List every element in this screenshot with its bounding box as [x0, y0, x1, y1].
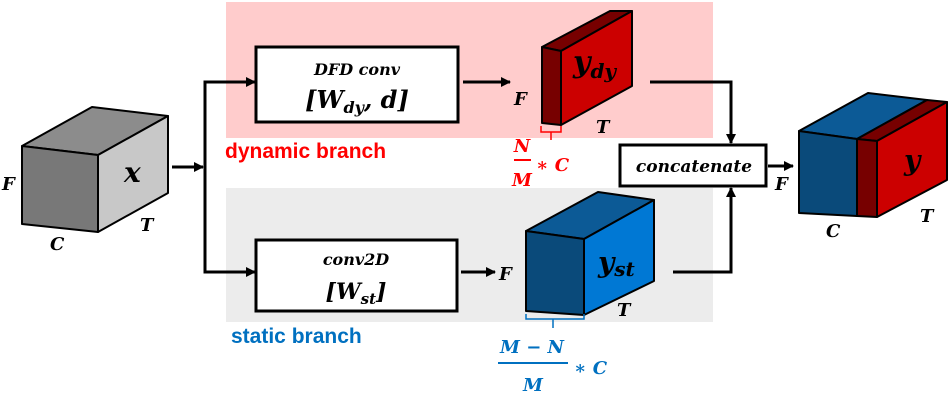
static-output-tensor: yst F T M − N M ∗ C — [498, 191, 655, 396]
static-branch-label: static branch — [231, 325, 362, 348]
cube-front-face — [525, 230, 585, 316]
dfd-conv-params: [Wdy, d] — [305, 85, 409, 117]
output-tensor-cube: y F C T — [774, 92, 948, 242]
y-dy-symbol: ydy — [572, 45, 617, 83]
split-connector — [203, 80, 254, 274]
conv2d-params: [Wst] — [326, 279, 387, 308]
input-dim-c: C — [50, 234, 65, 255]
y-st-symbol: yst — [597, 246, 636, 281]
input-symbol: x — [123, 156, 141, 189]
dfd-conv-block: DFD conv [Wdy, d] — [254, 45, 460, 124]
conv2d-block: conv2D [Wst] — [254, 238, 459, 313]
cube-front-face — [21, 145, 99, 233]
y-st-dim-t: T — [617, 300, 632, 321]
input-dim-t: T — [140, 215, 155, 236]
output-dim-f: F — [774, 174, 789, 195]
static-to-concat-connector — [673, 187, 736, 274]
dfd-conv-title: DFD conv — [313, 60, 401, 79]
conv2d-title: conv2D — [323, 250, 389, 269]
cube-front-red — [856, 138, 878, 218]
input-dim-f: F — [1, 174, 16, 195]
cube-front-blue — [798, 130, 858, 217]
dynamic-to-concat-connector — [650, 80, 736, 144]
dynamic-channel-denominator: M — [511, 170, 533, 191]
dynamic-channel-numerator: N — [513, 136, 532, 157]
y-st-dim-f: F — [498, 264, 513, 285]
y-dy-dim-f: F — [513, 89, 528, 110]
input-tensor-cube: x F C T — [1, 106, 169, 255]
concatenate-label: concatenate — [636, 157, 752, 177]
static-channel-denominator: M — [522, 375, 544, 396]
dynamic-branch-label: dynamic branch — [225, 140, 386, 163]
output-symbol: y — [903, 144, 922, 177]
static-channel-bracket — [525, 314, 585, 328]
concatenate-block: concatenate — [618, 143, 768, 188]
slab-front-face — [541, 46, 562, 126]
dynamic-channel-bracket — [540, 126, 562, 140]
output-dim-c: C — [826, 221, 841, 242]
output-dim-t: T — [920, 206, 935, 227]
dynamic-channel-multiplier: ∗ C — [536, 155, 570, 176]
static-channel-numerator: M − N — [499, 337, 566, 358]
y-dy-dim-t: T — [596, 117, 611, 138]
dynamic-output-tensor: ydy F T N M ∗ C — [511, 10, 633, 191]
static-channel-multiplier: ∗ C — [574, 358, 608, 379]
